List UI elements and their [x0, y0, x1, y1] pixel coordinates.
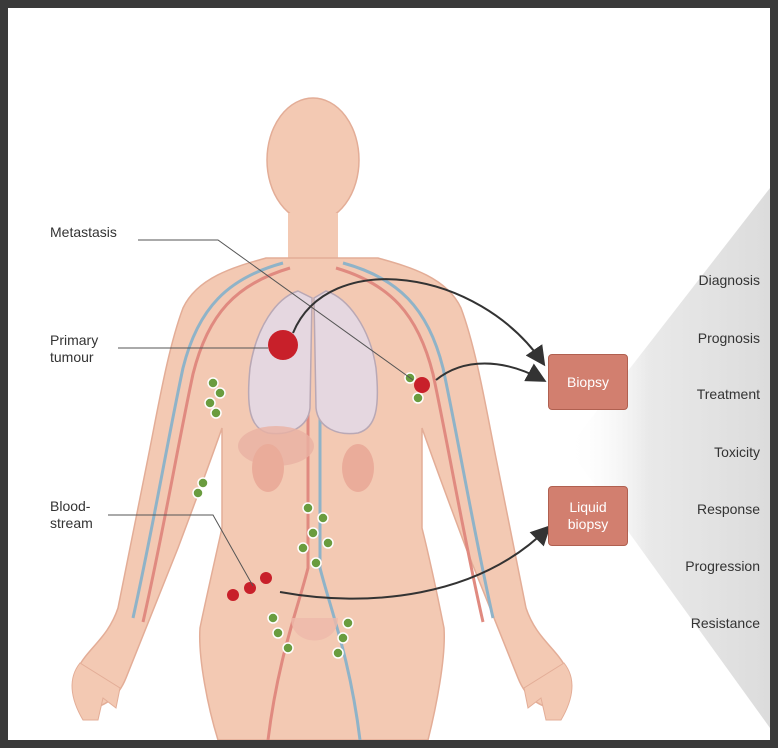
head — [267, 98, 359, 222]
neck — [288, 213, 338, 258]
outcome-diagnosis: Diagnosis — [630, 272, 760, 288]
outcome-toxicity: Toxicity — [630, 444, 760, 460]
ctc-1 — [227, 589, 239, 601]
outcome-progression: Progression — [630, 558, 760, 574]
biopsy-box: Biopsy — [548, 354, 628, 410]
label-bloodstream: Blood- stream — [50, 498, 93, 532]
label-primary-tumour: Primary tumour — [50, 332, 98, 366]
outcome-prognosis: Prognosis — [630, 330, 760, 346]
metastasis-tumour — [414, 377, 430, 393]
ctc-3 — [260, 572, 272, 584]
label-metastasis: Metastasis — [50, 224, 117, 241]
figure-frame: Metastasis Primary tumour Blood- stream … — [8, 8, 770, 740]
outcome-response: Response — [630, 501, 760, 517]
right-kidney — [342, 444, 374, 492]
ctc-2 — [244, 582, 256, 594]
primary-tumour — [268, 330, 298, 360]
outcome-resistance: Resistance — [630, 615, 760, 631]
left-kidney — [252, 444, 284, 492]
outcome-treatment: Treatment — [630, 386, 760, 402]
liquid-biopsy-box: Liquid biopsy — [548, 486, 628, 546]
